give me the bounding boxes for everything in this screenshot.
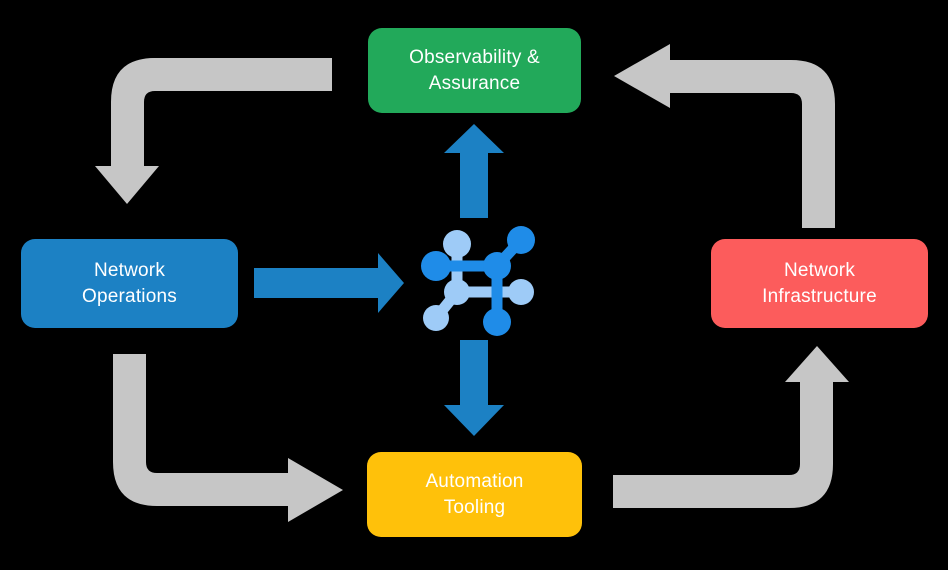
node-network-infrastructure[interactable]: Network Infrastructure <box>711 239 928 328</box>
node-automation-tooling-label: Automation Tooling <box>425 470 524 518</box>
cycle-arrow-observability-to-operations-shape <box>95 58 332 204</box>
cycle-arrow-automation-to-infrastructure-shape <box>613 346 849 508</box>
arrow-center-to-observability <box>444 124 504 218</box>
node-network-operations-label: Network Operations <box>82 259 177 307</box>
node-observability-assurance-label: Observability & Assurance <box>409 46 540 94</box>
node-automation-tooling[interactable]: Automation Tooling <box>367 452 582 537</box>
cycle-arrow-infrastructure-to-observability-shape <box>614 44 835 228</box>
node-network-infrastructure-label: Network Infrastructure <box>762 259 877 307</box>
arrow-operations-to-center <box>254 253 404 313</box>
arrow-center-to-automation <box>444 340 504 436</box>
node-network-operations[interactable]: Network Operations <box>21 239 238 328</box>
node-observability-assurance[interactable]: Observability & Assurance <box>368 28 581 113</box>
network-icon-nodes <box>421 226 535 336</box>
cycle-arrow-operations-to-automation-shape <box>113 354 343 522</box>
